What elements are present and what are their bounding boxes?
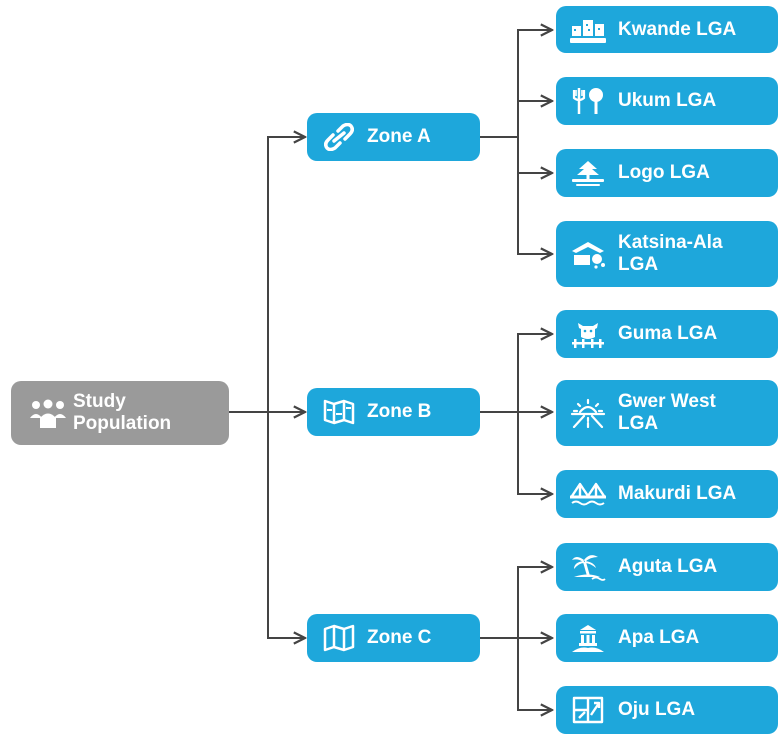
town-icon: [566, 16, 610, 44]
lga-node-aguta: Aguta LGA: [556, 543, 778, 591]
map-open-icon: [319, 624, 359, 652]
lga-label-guma: Guma LGA: [618, 323, 718, 344]
lga-node-makurdi: Makurdi LGA: [556, 470, 778, 518]
lga-label-ukum: Ukum LGA: [618, 90, 717, 111]
zone-c-label: Zone C: [367, 627, 432, 648]
palm-island-icon: [566, 552, 610, 582]
window-arrow-icon: [566, 695, 610, 725]
lga-label-oju: Oju LGA: [618, 699, 696, 720]
lga-node-ukum: Ukum LGA: [556, 77, 778, 125]
lga-node-logo: Logo LGA: [556, 149, 778, 197]
field-hand-icon: [566, 239, 610, 269]
lga-node-apa: Apa LGA: [556, 614, 778, 662]
people-group-icon: [23, 396, 73, 430]
lga-label-kwande: Kwande LGA: [618, 18, 737, 40]
connector-zone-c-oju: [517, 638, 552, 710]
lga-node-gwer-west: Gwer West LGA: [556, 380, 778, 446]
root-node-study-population: Study Population: [11, 381, 229, 445]
link-icon: [319, 123, 359, 151]
zone-b-node: Zone B: [307, 388, 480, 436]
connector-zone-a-logo: [517, 137, 552, 173]
connector-zone-b-makurdi: [517, 412, 552, 494]
connector-zone-c-aguta: [517, 567, 552, 638]
lga-label-katsina-ala: Katsina-Ala LGA: [618, 232, 723, 275]
plant-tree-icon: [566, 86, 610, 116]
connector-root-zone-a: [267, 137, 305, 412]
connector-root-zone-c: [267, 412, 305, 638]
cow-fence-icon: [566, 319, 610, 349]
lga-node-kwande: Kwande LGA: [556, 6, 778, 53]
connector-zone-a-katsina: [517, 173, 552, 254]
lga-label-gwer-west: Gwer West LGA: [618, 391, 716, 434]
lga-label-apa: Apa LGA: [618, 627, 700, 648]
map-folded-icon: [319, 398, 359, 426]
sunrise-road-icon: [566, 398, 610, 428]
lga-label-makurdi: Makurdi LGA: [618, 483, 737, 504]
connector-zone-a-kwande: [517, 30, 552, 137]
zone-a-node: Zone A: [307, 113, 480, 161]
lga-node-katsina-ala: Katsina-Ala LGA: [556, 221, 778, 287]
lga-node-oju: Oju LGA: [556, 686, 778, 734]
connector-zone-b-guma: [517, 334, 552, 412]
root-label: Study Population: [73, 391, 172, 434]
bridge-icon: [566, 480, 610, 508]
zone-b-label: Zone B: [367, 401, 432, 422]
zone-c-node: Zone C: [307, 614, 480, 662]
lga-label-aguta: Aguta LGA: [618, 556, 718, 577]
lga-node-guma: Guma LGA: [556, 310, 778, 358]
zone-a-label: Zone A: [367, 126, 431, 147]
monument-icon: [566, 623, 610, 653]
lga-label-logo: Logo LGA: [618, 162, 710, 183]
landscape-tree-icon: [566, 159, 610, 187]
